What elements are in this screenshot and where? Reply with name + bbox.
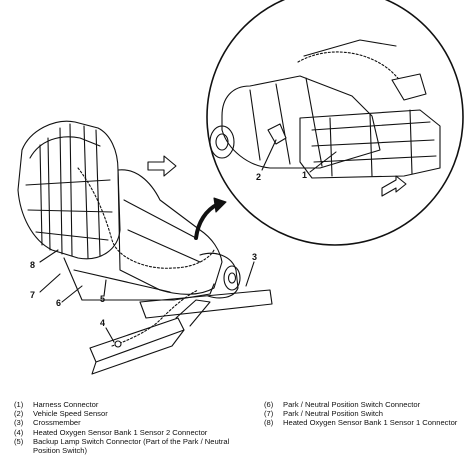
legend-item: (1) Harness Connector (14, 400, 244, 409)
callout-3: 3 (252, 252, 257, 262)
legend-number: (2) (14, 409, 24, 419)
legend-number: (7) (264, 409, 274, 419)
legend-label: Backup Lamp Switch Connector (Part of th… (33, 436, 230, 456)
callout-2: 2 (256, 172, 261, 182)
callout-6: 6 (56, 298, 61, 308)
legend-label: Vehicle Speed Sensor (33, 409, 108, 419)
legend-label: Heated Oxygen Sensor Bank 1 Sensor 1 Con… (283, 418, 458, 428)
callout-1: 1 (302, 170, 307, 180)
legend-number: (4) (14, 427, 24, 437)
legend-item: (2) Vehicle Speed Sensor (14, 409, 244, 418)
callout-5: 5 (100, 294, 105, 304)
callout-8: 8 (30, 260, 35, 270)
legend-right: (6) Park / Neutral Position Switch Conne… (264, 400, 469, 428)
legend-item: (3) Crossmember (14, 418, 244, 427)
direction-arrow (147, 155, 177, 177)
legend-label: Crossmember (33, 418, 81, 428)
legend-item: (7) Park / Neutral Position Switch (264, 409, 469, 418)
legend-label: Park / Neutral Position Switch (283, 409, 384, 419)
legend-left: (1) Harness Connector (2) Vehicle Speed … (14, 400, 244, 455)
legend-item: (8) Heated Oxygen Sensor Bank 1 Sensor 1… (264, 418, 469, 427)
detail-inset (206, 0, 464, 246)
callout-4: 4 (100, 318, 105, 328)
transmission-illustration (17, 120, 273, 375)
legend-number: (6) (264, 400, 274, 409)
legend-number: (1) (14, 400, 24, 409)
legend-item: (6) Park / Neutral Position Switch Conne… (264, 400, 469, 409)
legend-number: (3) (14, 418, 24, 428)
callout-7: 7 (30, 290, 35, 300)
legend-label: Harness Connector (33, 400, 99, 409)
legend-number: (8) (264, 418, 274, 428)
legend-item: (4) Heated Oxygen Sensor Bank 1 Sensor 2… (14, 428, 244, 437)
legend-label: Park / Neutral Position Switch Connector (283, 400, 421, 409)
legend-item: (5) Backup Lamp Switch Connector (Part o… (14, 437, 244, 455)
legend-label: Heated Oxygen Sensor Bank 1 Sensor 2 Con… (33, 427, 208, 437)
legend-number: (5) (14, 436, 24, 446)
